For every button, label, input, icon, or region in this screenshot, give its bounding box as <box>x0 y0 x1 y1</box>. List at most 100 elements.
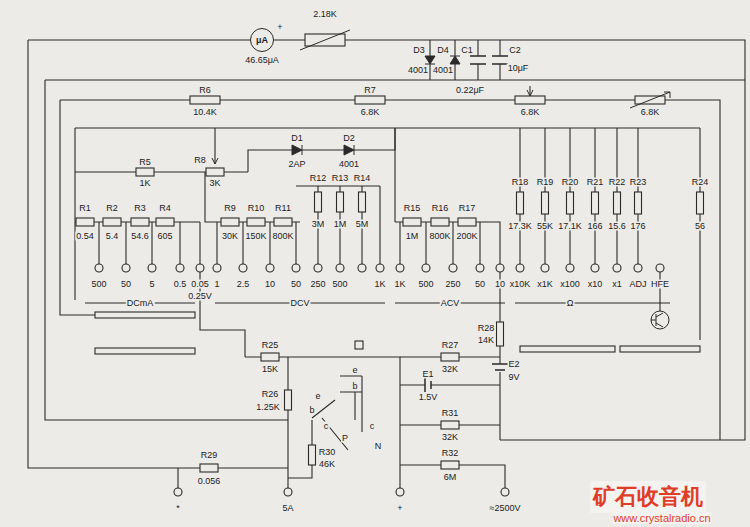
component-label: DCV <box>289 299 310 308</box>
component-label: x100 <box>559 280 581 289</box>
component-label: 0.25V <box>187 292 213 301</box>
resistor-symbol <box>337 192 344 212</box>
resistor-symbol <box>156 218 174 226</box>
resistor-symbol <box>458 218 476 226</box>
resistor-symbol <box>206 168 224 176</box>
component-label: R19 <box>536 178 555 187</box>
resistor-symbol <box>285 390 292 410</box>
resistor-symbol <box>635 192 642 214</box>
component-label: R4 <box>158 204 172 213</box>
component-label: 32K <box>441 433 459 442</box>
component-label: + <box>396 504 403 513</box>
wire <box>400 425 505 488</box>
component-label: R29 <box>200 451 219 460</box>
jack-circle <box>501 488 509 496</box>
jack-circle <box>566 264 574 272</box>
component-label: 32K <box>441 365 459 374</box>
component-label: 50 <box>474 280 486 289</box>
component-label: 10 <box>494 280 506 289</box>
switch-bar <box>95 312 700 354</box>
component-label: R26 <box>261 390 280 399</box>
wire <box>296 186 380 264</box>
resistor-symbol <box>355 96 385 104</box>
component-label: R27 <box>441 341 460 350</box>
component-label: x1 <box>611 280 623 289</box>
component-label: 250 <box>444 280 461 289</box>
component-label: 4001 <box>407 66 429 75</box>
jack-circle <box>396 488 404 496</box>
component-label: 4001 <box>338 160 360 169</box>
component-label: E2 <box>507 360 520 369</box>
component-label: R13 <box>331 174 350 183</box>
transistor-symbol <box>651 311 669 329</box>
component-label: 0.5 <box>173 280 188 289</box>
wire <box>395 222 500 264</box>
component-label: 15.6 <box>607 222 627 231</box>
component-label: 3K <box>208 179 221 188</box>
component-label: e <box>314 392 321 401</box>
component-label: 17.1K <box>557 222 583 231</box>
component-label: R16 <box>431 204 450 213</box>
variable-mark <box>527 90 533 96</box>
resistor-symbol <box>517 192 524 214</box>
resistor-symbol <box>542 192 549 214</box>
component-label: R14 <box>353 174 372 183</box>
jack-circle <box>613 264 621 272</box>
component-label: 6.8K <box>520 108 541 117</box>
component-label: e <box>351 366 358 375</box>
jack-circle <box>516 264 524 272</box>
component-label: + <box>276 23 283 32</box>
component-label: 200K <box>455 232 478 241</box>
component-label: D2 <box>342 134 356 143</box>
component-label: 1M <box>405 232 420 241</box>
component-label: R1 <box>78 204 92 213</box>
component-label: 15K <box>261 365 279 374</box>
resistor-symbol <box>247 218 265 226</box>
component-label: 1.25K <box>255 403 281 412</box>
component-label: 5.4 <box>105 232 120 241</box>
battery-symbol <box>492 364 508 370</box>
capacitor-symbol <box>470 56 508 64</box>
component-label: HFE <box>650 280 670 289</box>
wire <box>28 40 745 488</box>
resistor-symbol <box>200 464 218 472</box>
resistor-symbol <box>497 322 504 346</box>
component-label: 55K <box>536 222 554 231</box>
wire <box>430 40 500 80</box>
component-label: D4 <box>436 46 450 55</box>
jack-circle <box>176 264 184 272</box>
diode-symbol <box>344 145 354 155</box>
wire <box>215 86 530 164</box>
component-label: * <box>175 504 181 513</box>
jack-circle <box>148 264 156 272</box>
component-label: 0.54 <box>75 232 95 241</box>
component-label: R2 <box>105 204 119 213</box>
component-label: c <box>369 422 376 431</box>
component-label: R31 <box>441 409 460 418</box>
resistor-symbol <box>136 168 154 176</box>
component-label: 500 <box>417 280 434 289</box>
component-label: 500 <box>90 280 107 289</box>
component-label: 6.8K <box>640 108 661 117</box>
component-label: R28 <box>477 324 496 333</box>
component-label: 10.4K <box>192 108 218 117</box>
jack-circle <box>336 264 344 272</box>
component-label: R9 <box>223 204 237 213</box>
jack-circle <box>213 264 221 272</box>
component-label: 800K <box>428 232 451 241</box>
component-label: c <box>323 422 330 431</box>
jack-circle <box>496 264 504 272</box>
switch-bar <box>520 346 615 352</box>
component-label: x10K <box>509 280 532 289</box>
resistor-symbol <box>441 421 459 429</box>
resistor-symbol <box>441 353 459 361</box>
component-label: 1K <box>373 280 386 289</box>
component-label: x10 <box>587 280 604 289</box>
component-label: 2.5 <box>236 280 251 289</box>
component-label: 1K <box>393 280 406 289</box>
component-label: 2AP <box>287 160 306 169</box>
capacitor-symbol <box>470 56 508 64</box>
wire <box>45 79 745 80</box>
resistor-symbol <box>359 192 366 212</box>
